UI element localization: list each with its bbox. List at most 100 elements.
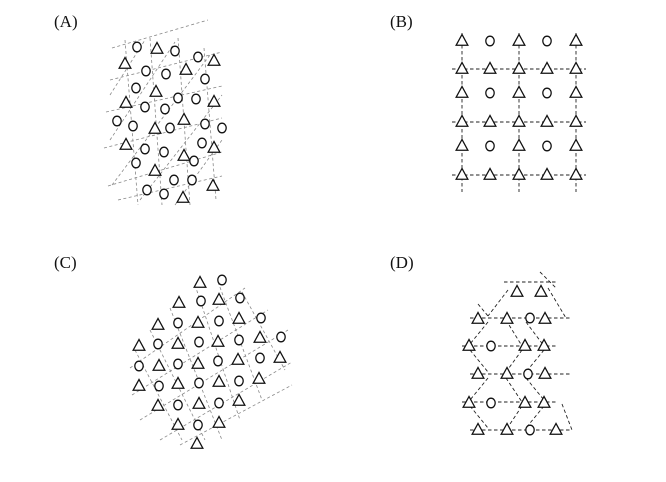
triangle-marker <box>538 366 552 379</box>
triangle-marker <box>549 422 563 435</box>
triangle-marker <box>152 358 166 371</box>
lattice-line <box>505 377 523 403</box>
lattice-line <box>525 321 545 347</box>
triangle-marker <box>538 311 552 324</box>
triangle-marker <box>471 366 485 379</box>
triangle-marker <box>569 33 583 46</box>
lattice-line <box>547 287 567 319</box>
circle-marker <box>112 115 122 127</box>
triangle-marker <box>540 114 554 127</box>
triangle-marker <box>462 395 476 408</box>
triangle-marker <box>483 114 497 127</box>
panel-d-lattice <box>462 271 573 436</box>
triangle-marker <box>207 94 221 107</box>
circle-marker <box>197 137 207 149</box>
circle-marker <box>189 155 199 167</box>
circle-marker <box>131 157 141 169</box>
circle-marker <box>485 140 495 152</box>
triangle-marker <box>483 61 497 74</box>
lattice-line <box>505 319 523 347</box>
triangle-marker <box>540 61 554 74</box>
triangle-marker <box>455 114 469 127</box>
circle-marker <box>187 174 197 186</box>
triangle-marker <box>512 138 526 151</box>
circle-marker <box>134 360 144 372</box>
panel-b-label: (B) <box>390 12 413 31</box>
triangle-marker <box>179 62 193 75</box>
circle-marker <box>276 331 286 343</box>
triangle-marker <box>569 61 583 74</box>
lattice-line <box>105 85 223 113</box>
circle-marker <box>131 82 141 94</box>
circle-marker <box>173 317 183 329</box>
triangle-marker <box>206 178 220 191</box>
triangle-marker <box>512 167 526 180</box>
triangle-marker <box>132 378 146 391</box>
lattice-line <box>539 271 557 289</box>
triangle-marker <box>500 422 514 435</box>
lattice-line <box>179 384 293 446</box>
circle-marker <box>154 380 164 392</box>
circle-marker <box>234 334 244 346</box>
triangle-marker <box>512 114 526 127</box>
triangle-marker <box>171 376 185 389</box>
circle-marker <box>161 68 171 80</box>
circle-marker <box>160 103 170 115</box>
circle-marker <box>193 419 203 431</box>
triangle-marker <box>471 422 485 435</box>
lattice-line <box>109 51 223 81</box>
circle-marker <box>217 122 227 134</box>
triangle-marker <box>518 395 532 408</box>
circle-marker <box>213 355 223 367</box>
triangle-marker <box>119 95 133 108</box>
triangle-marker <box>151 317 165 330</box>
lattice-line <box>139 329 289 421</box>
triangle-marker <box>569 114 583 127</box>
circle-marker <box>542 35 552 47</box>
triangle-marker <box>231 352 245 365</box>
lattice-line <box>469 377 489 401</box>
triangle-marker <box>191 356 205 369</box>
triangle-marker <box>119 137 133 150</box>
triangle-marker <box>172 295 186 308</box>
triangle-marker <box>118 56 132 69</box>
circle-marker <box>525 424 535 436</box>
triangle-marker <box>212 374 226 387</box>
triangle-marker <box>193 275 207 288</box>
triangle-marker <box>483 167 497 180</box>
panel-a-label: (A) <box>54 12 78 31</box>
circle-marker <box>525 312 535 324</box>
circle-marker <box>235 292 245 304</box>
circle-marker <box>194 336 204 348</box>
lattice-line <box>159 361 293 441</box>
triangle-marker <box>192 396 206 409</box>
triangle-marker <box>512 33 526 46</box>
circle-marker <box>159 146 169 158</box>
triangle-marker <box>207 140 221 153</box>
lattice-line <box>469 321 489 345</box>
triangle-marker <box>191 315 205 328</box>
triangle-marker <box>190 436 204 449</box>
triangle-marker <box>176 190 190 203</box>
triangle-marker <box>150 41 164 54</box>
circle-marker <box>141 65 151 77</box>
circle-marker <box>159 188 169 200</box>
circle-marker <box>217 274 227 286</box>
triangle-marker <box>512 61 526 74</box>
lattice-line <box>525 349 545 373</box>
lattice-line <box>561 403 573 431</box>
triangle-marker <box>537 338 551 351</box>
circle-marker <box>200 118 210 130</box>
circle-marker <box>486 340 496 352</box>
panel-a-lattice <box>103 19 227 206</box>
triangle-marker <box>512 85 526 98</box>
triangle-marker <box>455 167 469 180</box>
triangle-marker <box>455 85 469 98</box>
circle-marker <box>200 73 210 85</box>
triangle-marker <box>455 138 469 151</box>
triangle-marker <box>540 167 554 180</box>
lattice-line <box>203 47 217 201</box>
triangle-marker <box>212 415 226 428</box>
circle-marker <box>153 338 163 350</box>
lattice-line <box>107 151 223 187</box>
